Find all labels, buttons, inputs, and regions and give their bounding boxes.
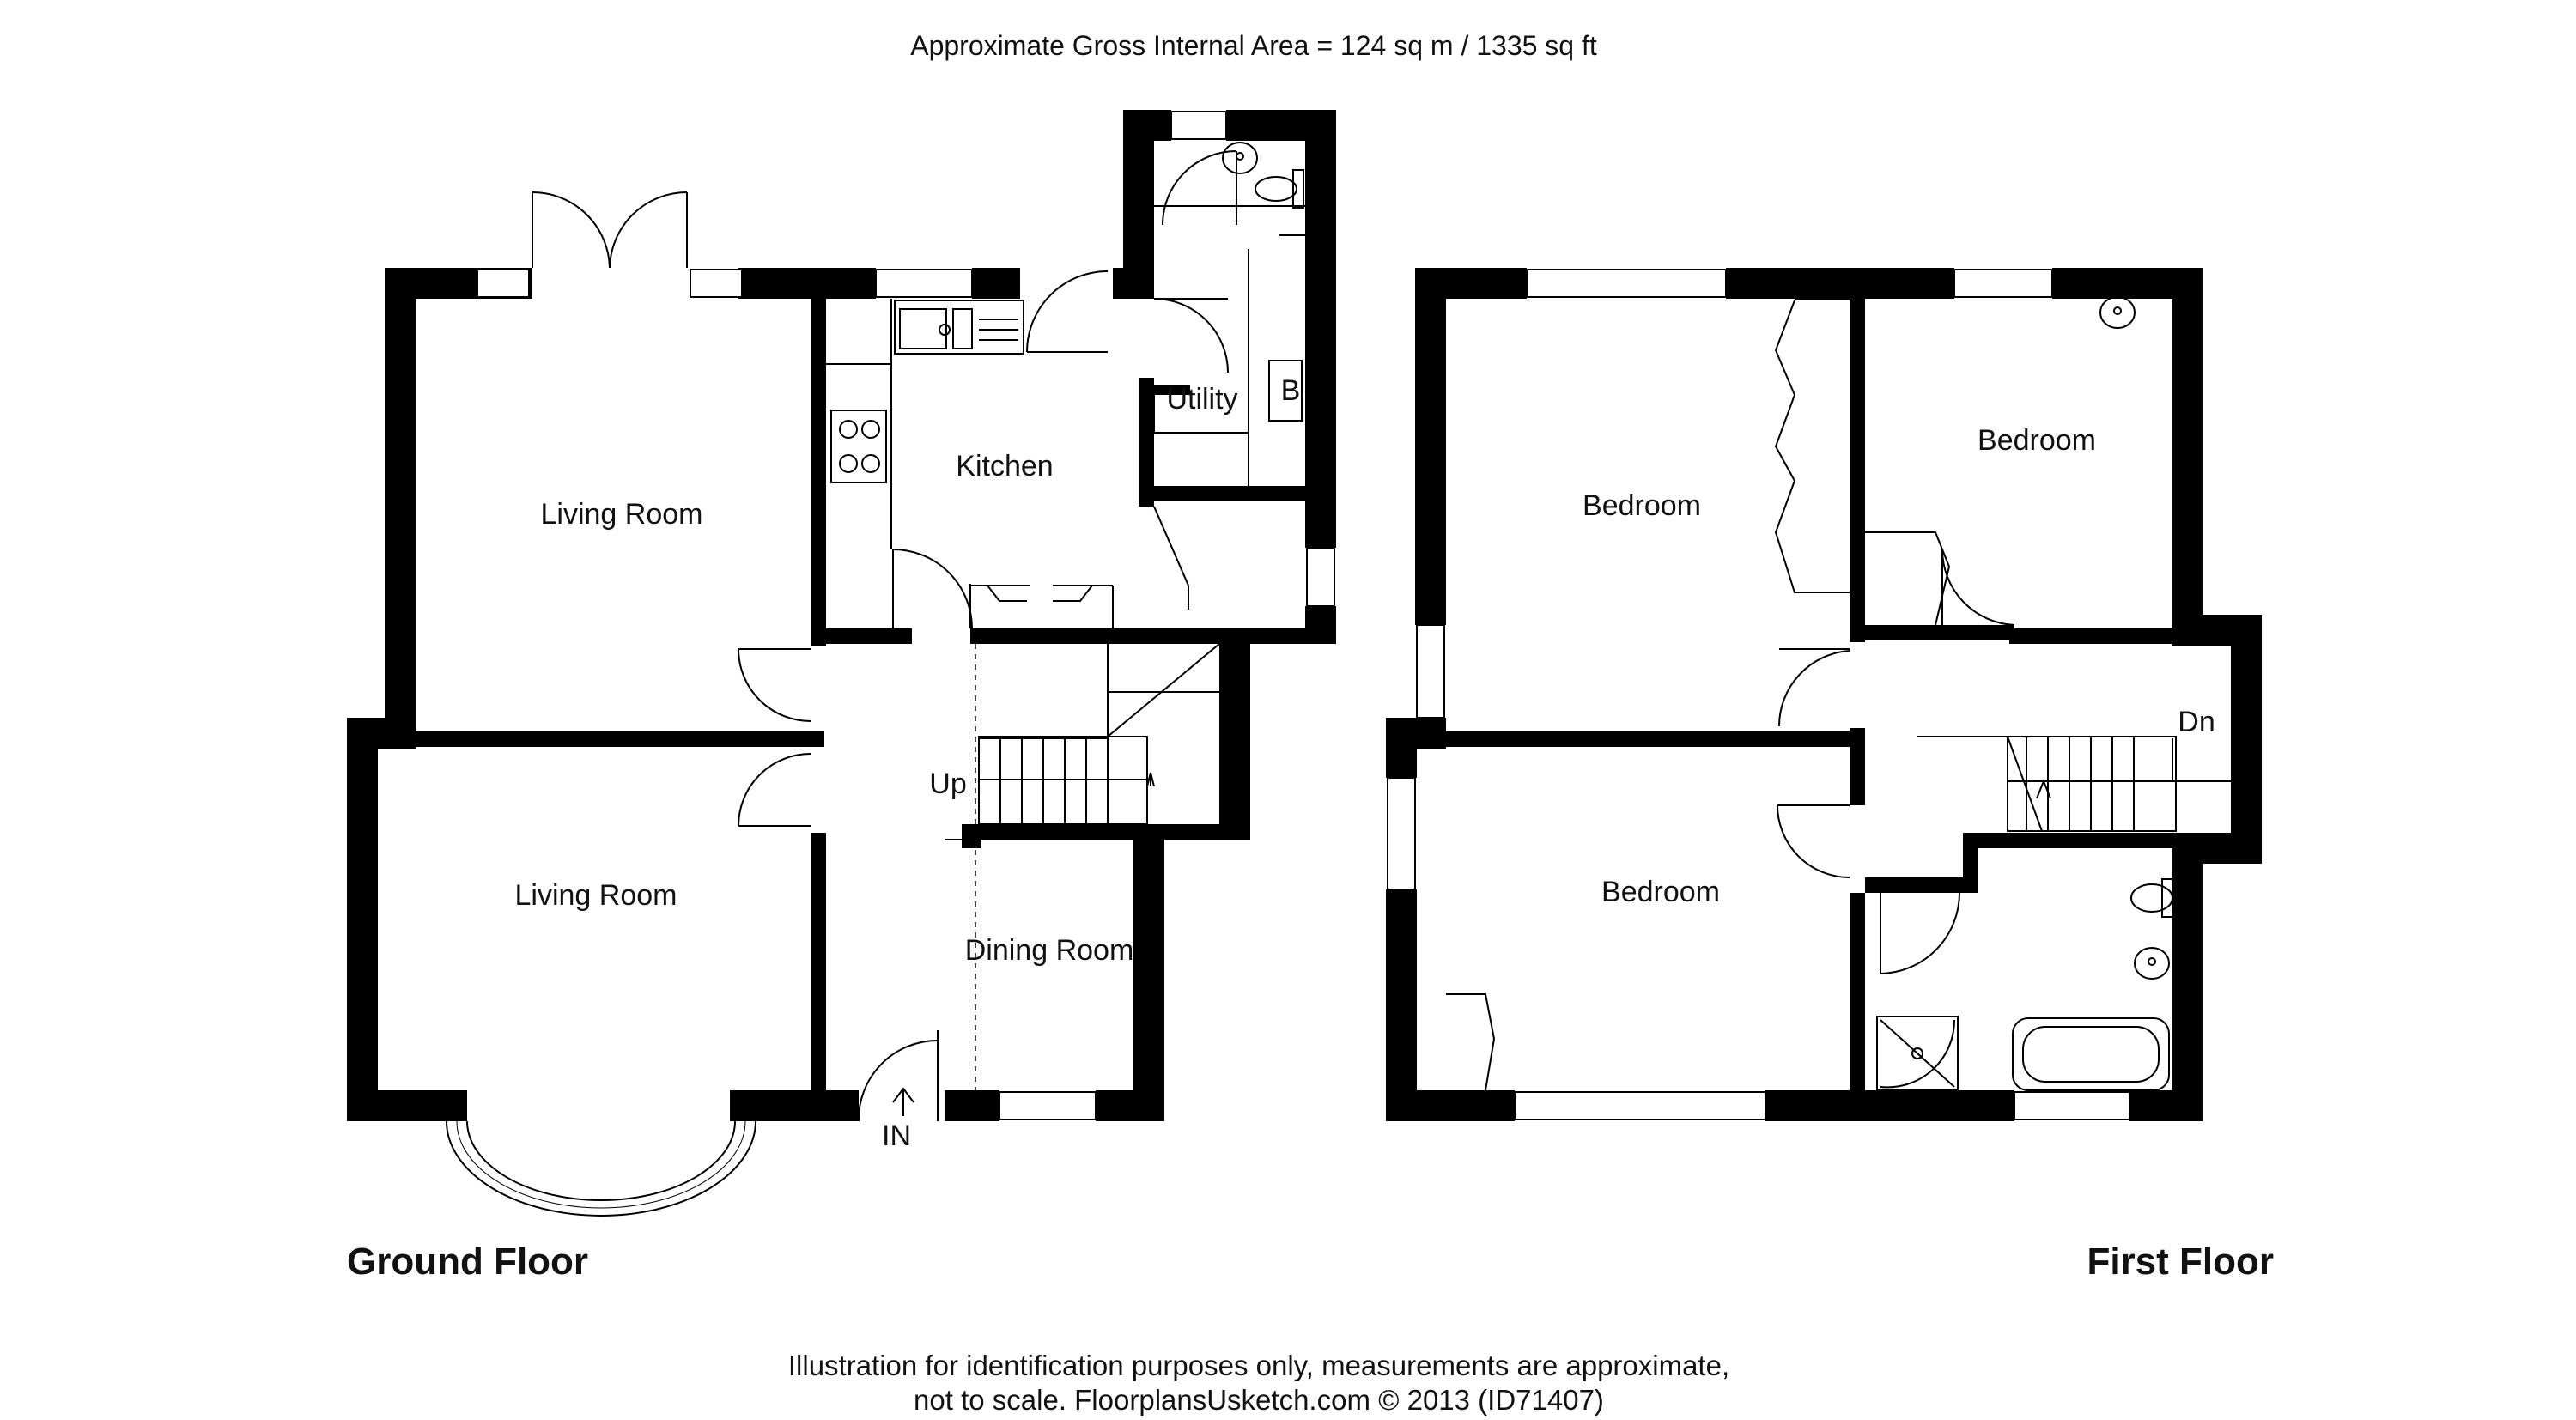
kitchen-fittings bbox=[826, 299, 1114, 628]
ground-floor-walls bbox=[347, 110, 1336, 1121]
first-floor-plan: Bedroom Bedroom Bedroom Dn First Floor bbox=[1386, 268, 2274, 1283]
room-label-dining-room: Dining Room bbox=[965, 934, 1134, 967]
ground-floor-doors bbox=[738, 150, 1237, 1122]
ground-floor-title: Ground Floor bbox=[347, 1241, 588, 1283]
first-floor-stairs bbox=[1917, 736, 2231, 832]
room-label-bedroom-rear-right: Bedroom bbox=[1978, 424, 2096, 457]
room-label-bedroom-main: Bedroom bbox=[1583, 489, 1701, 522]
entrance-label: IN bbox=[882, 1120, 911, 1152]
room-label-bedroom-front: Bedroom bbox=[1601, 876, 1720, 908]
room-label-living-room-rear: Living Room bbox=[541, 498, 703, 531]
stairs-down-label: Dn bbox=[2178, 706, 2215, 738]
disclaimer-line-2: not to scale. FloorplansUsketch.com © 20… bbox=[914, 1384, 1604, 1416]
boiler-label: B bbox=[1281, 374, 1301, 407]
ground-floor-plan: Living Room Living Room Kitchen Utility … bbox=[347, 110, 1336, 1283]
ground-floor-windows bbox=[477, 111, 1335, 1120]
room-label-utility: Utility bbox=[1166, 383, 1237, 416]
room-label-living-room-front: Living Room bbox=[515, 879, 677, 912]
bay-window bbox=[446, 1120, 756, 1217]
ground-floor-stairs bbox=[945, 643, 1220, 1090]
bathroom-fittings bbox=[1876, 296, 2173, 1091]
first-floor-title: First Floor bbox=[2087, 1241, 2274, 1283]
room-label-kitchen: Kitchen bbox=[956, 450, 1053, 482]
first-floor-windows bbox=[1387, 269, 2130, 1120]
stairs-up-label: Up bbox=[929, 768, 966, 800]
gross-internal-area-text: Approximate Gross Internal Area = 124 sq… bbox=[910, 30, 1597, 61]
disclaimer-line-1: Illustration for identification purposes… bbox=[788, 1350, 1729, 1381]
french-doors bbox=[532, 191, 688, 269]
first-floor-walls bbox=[1386, 268, 2262, 1121]
utility-fittings bbox=[1153, 142, 1305, 486]
first-floor-doors bbox=[1446, 298, 2015, 1091]
